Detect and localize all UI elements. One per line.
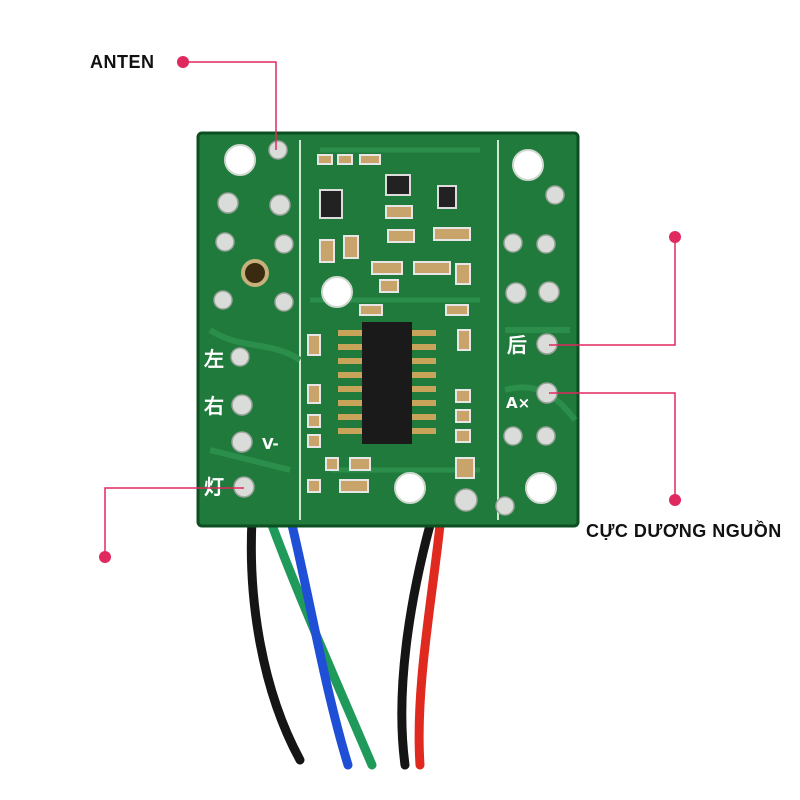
wire-red: [414, 520, 445, 770]
callout-label-cuc-duong-nguon: CỰC DƯƠNG NGUỒN: [586, 521, 782, 541]
callout-lines: [104, 61, 676, 557]
marking-light: 灯: [204, 475, 224, 499]
marking-back: 后: [507, 333, 527, 357]
callout-dot-power: [669, 494, 681, 506]
callout-dot-anten: [177, 56, 189, 68]
ic-chip: [338, 322, 436, 444]
callout-label-anten: ANTEN: [90, 52, 155, 72]
solder-pads: [213, 140, 565, 516]
antenna-hole: [241, 259, 269, 287]
mounting-holes: [224, 144, 557, 504]
callout-dots: [99, 56, 681, 563]
callout-line-light: [104, 487, 244, 557]
wire-black-left: [246, 515, 305, 765]
wire-blue: [287, 520, 353, 770]
smd-components: [307, 154, 475, 493]
marking-right: 右: [204, 394, 224, 418]
callout-line-anten: [183, 61, 277, 150]
wire-bundle: [246, 515, 445, 770]
callout-line-back: [549, 237, 676, 346]
pcb-board: 左 右 V- 灯 后 A×: [196, 131, 580, 528]
marking-left: 左: [204, 347, 224, 371]
callout-dot-light: [99, 551, 111, 563]
wire-black-right: [397, 520, 435, 770]
marking-a-x: A×: [506, 394, 530, 412]
marking-v-minus: V-: [262, 435, 279, 453]
callout-line-power: [549, 392, 676, 500]
callout-dot-back: [669, 231, 681, 243]
